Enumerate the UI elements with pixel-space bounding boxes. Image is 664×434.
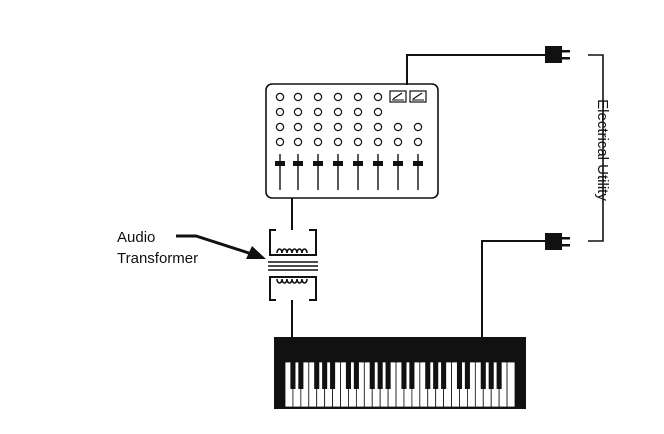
black-key — [480, 362, 486, 389]
mixer-knob — [293, 92, 303, 102]
transformer-coil-icon — [268, 229, 318, 301]
mixer-knob — [275, 107, 285, 117]
mixer-faders — [275, 154, 423, 190]
mixer-knob — [413, 137, 423, 147]
fader — [275, 154, 285, 190]
black-key — [401, 362, 407, 389]
fader — [313, 154, 323, 190]
mixer-knob — [353, 92, 363, 102]
mixer-knob — [275, 137, 285, 147]
mixer-knob — [333, 122, 343, 132]
black-key — [441, 362, 447, 389]
mixer-knob — [313, 137, 323, 147]
black-key — [409, 362, 415, 389]
mixer-knob — [275, 122, 285, 132]
black-key — [464, 362, 470, 389]
mixer-knob — [313, 107, 323, 117]
mixer-knob — [293, 122, 303, 132]
mixer-knob — [293, 107, 303, 117]
arrow-icon — [176, 234, 266, 259]
fader — [293, 154, 303, 190]
fader — [393, 154, 403, 190]
mixer-knob — [313, 92, 323, 102]
keyboard — [274, 337, 526, 409]
black-key — [369, 362, 375, 389]
mixer-knob — [333, 107, 343, 117]
mixer-knob — [275, 92, 285, 102]
mixer-knob — [373, 107, 383, 117]
black-key — [298, 362, 304, 389]
audio-transformer-label-line1: Audio — [117, 229, 156, 246]
mixer-knob — [413, 122, 423, 132]
black-key — [433, 362, 439, 389]
audio-transformer-label-line2: Transformer — [117, 250, 199, 267]
mixer-knob — [373, 92, 383, 102]
black-key — [353, 362, 359, 389]
black-key — [425, 362, 431, 389]
mixer-body — [265, 83, 439, 199]
black-key — [345, 362, 351, 389]
fader — [413, 154, 423, 190]
mixer-knob — [333, 92, 343, 102]
black-key — [385, 362, 391, 389]
mixer — [265, 83, 439, 199]
mixer-knob — [393, 122, 403, 132]
black-key — [496, 362, 502, 389]
level-meter-icon — [409, 90, 427, 103]
black-key — [377, 362, 383, 389]
mixer-meters — [389, 90, 427, 103]
utility-bracket — [588, 54, 604, 242]
mixer-knob — [373, 137, 383, 147]
black-key — [456, 362, 463, 389]
mixer-knob-grid — [275, 92, 423, 147]
keyboard-white-keys — [284, 361, 516, 408]
black-key — [314, 362, 320, 389]
mixer-knob — [353, 122, 363, 132]
mixer-power-cable — [406, 54, 545, 85]
mixer-knob — [393, 137, 403, 147]
plug-icon — [545, 46, 570, 63]
black-key — [330, 362, 336, 389]
mixer-knob — [313, 122, 323, 132]
fader — [353, 154, 363, 190]
keyboard-black-keys — [290, 362, 502, 389]
electrical-utility-label: Electrical Utility — [594, 99, 611, 201]
fader — [373, 154, 383, 190]
plug-icon — [545, 233, 570, 250]
fader — [333, 154, 343, 190]
level-meter-icon — [389, 90, 407, 103]
white-key — [506, 361, 516, 408]
black-key — [488, 362, 494, 389]
mixer-knob — [333, 137, 343, 147]
black-key — [322, 362, 328, 389]
mixer-knob — [353, 107, 363, 117]
mixer-knob — [293, 137, 303, 147]
mixer-knob — [353, 137, 363, 147]
mixer-knob — [373, 122, 383, 132]
keyboard-power-cable — [481, 240, 545, 337]
black-key — [290, 362, 296, 389]
